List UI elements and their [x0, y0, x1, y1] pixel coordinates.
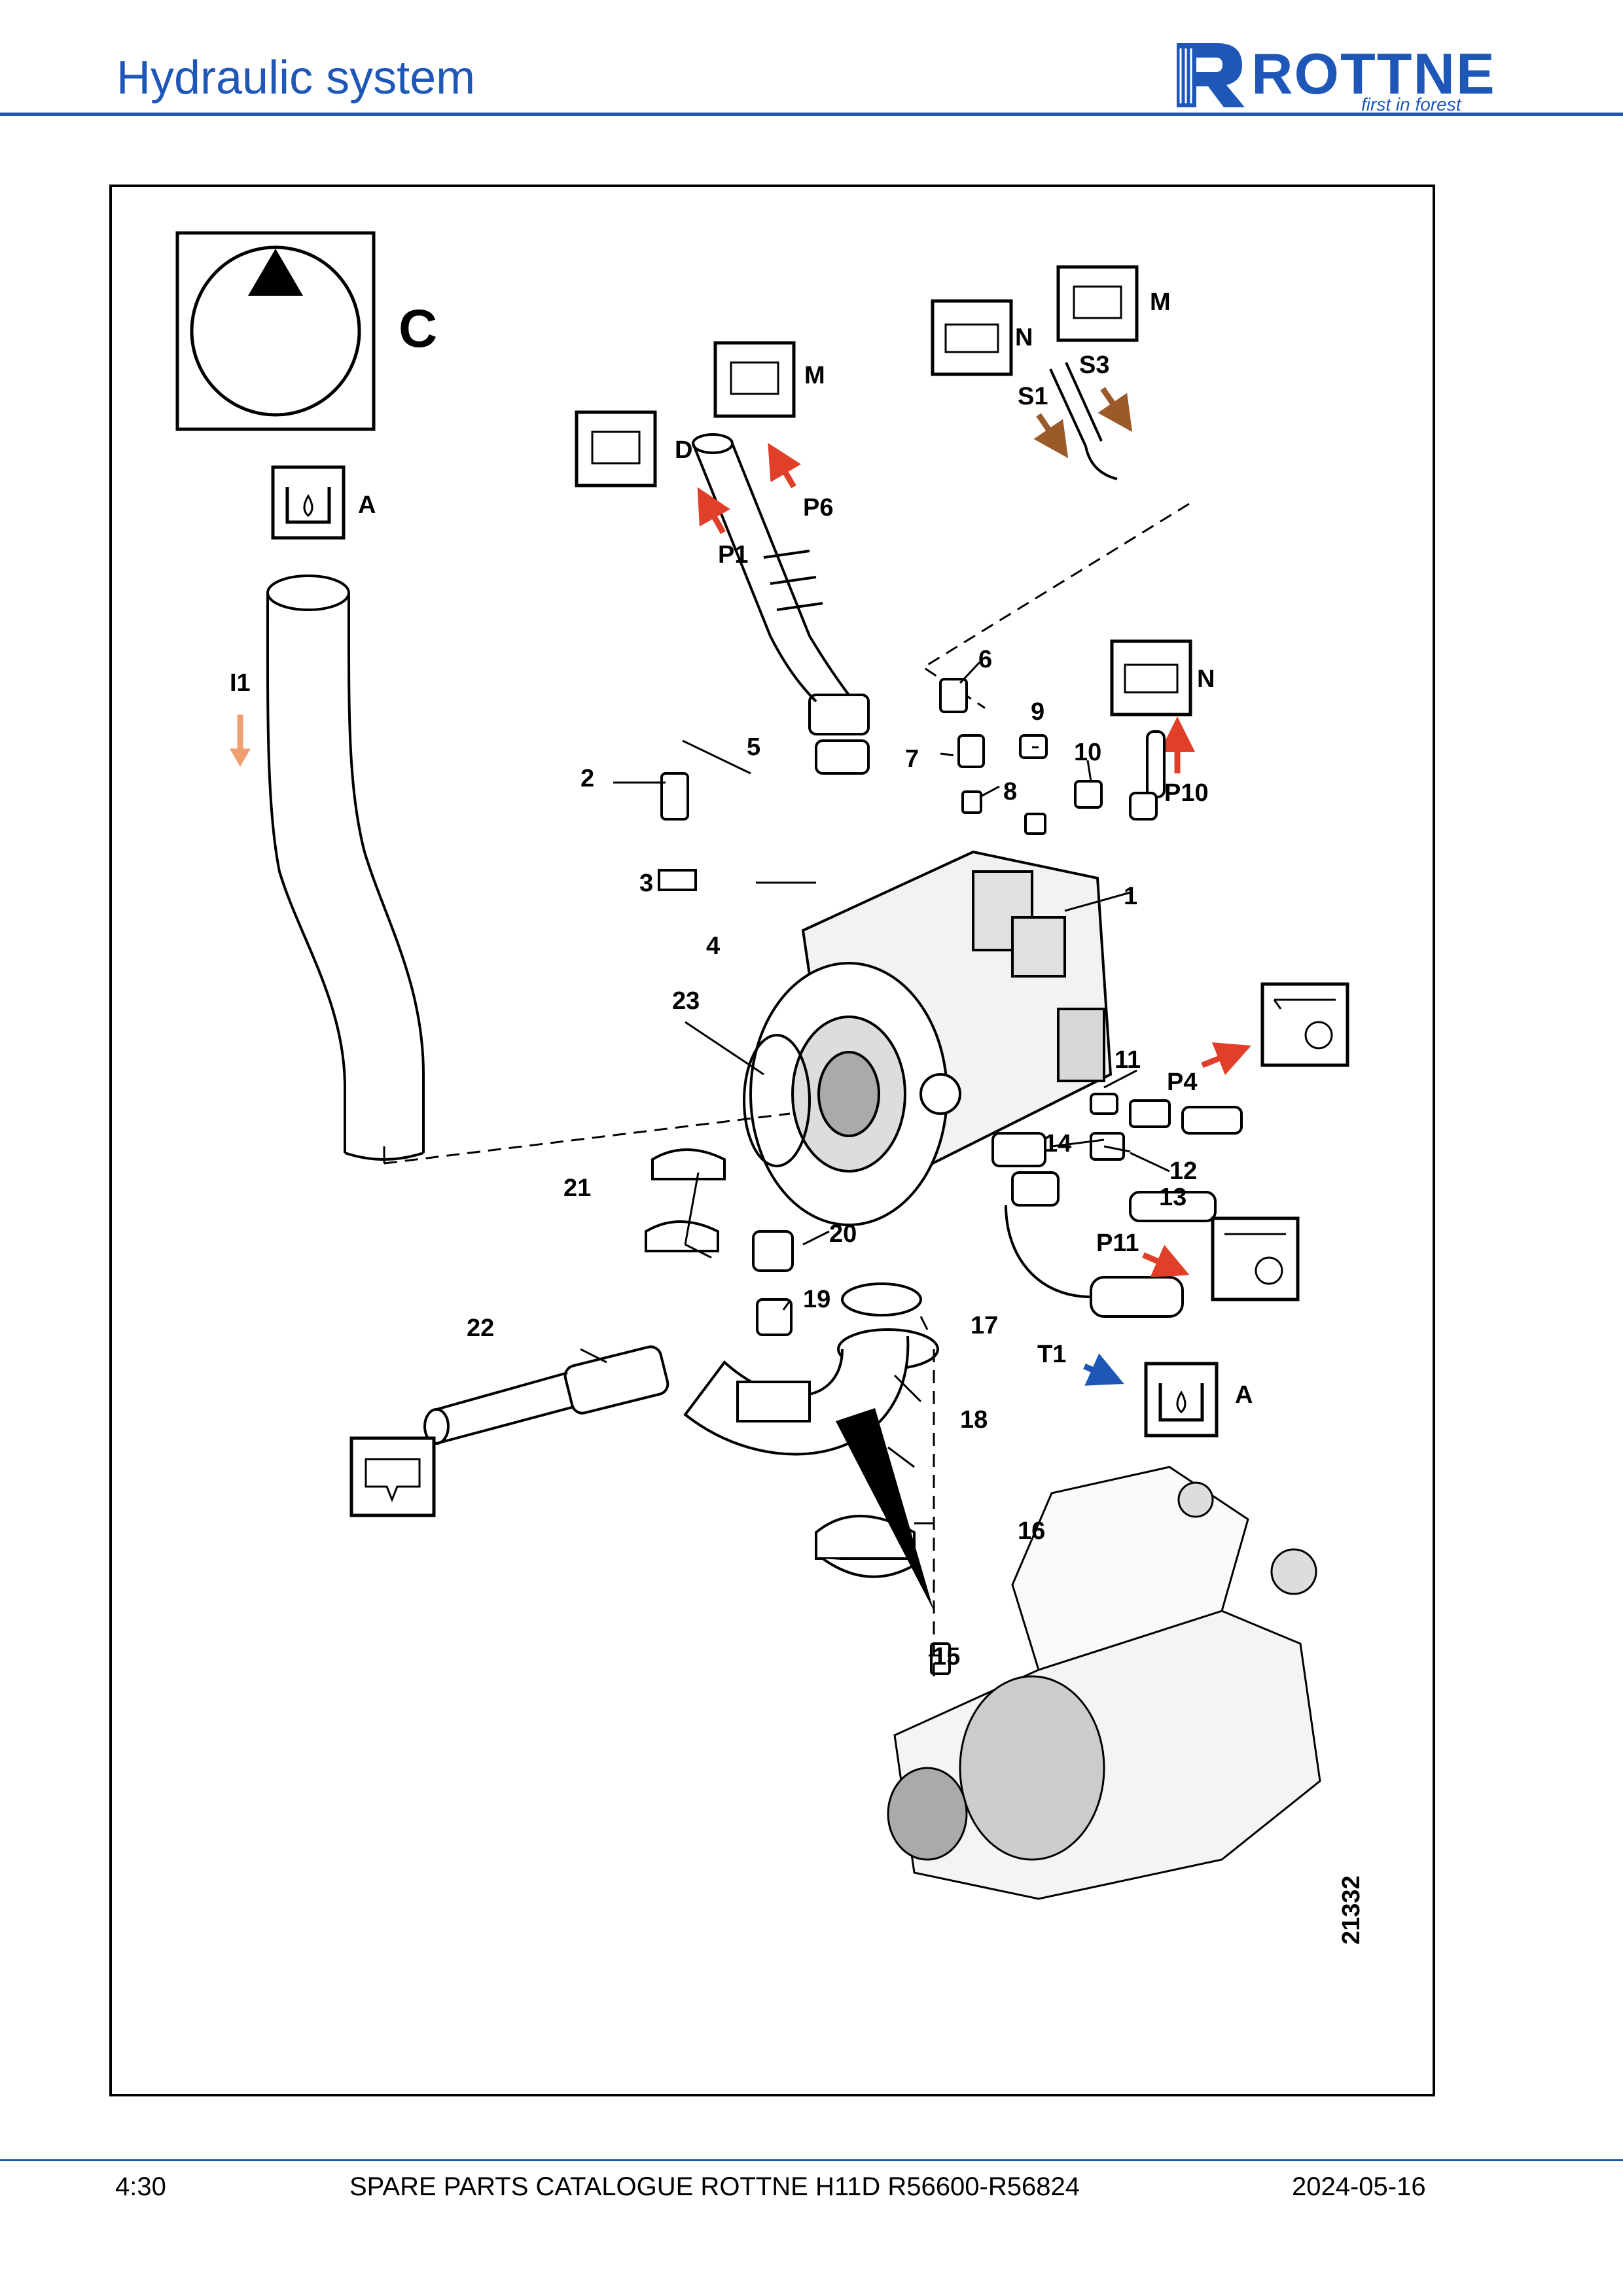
header-rule [0, 113, 1623, 116]
callout-19: 19 [803, 1286, 830, 1313]
logo-tagline: first in forest [1361, 94, 1461, 115]
pressure-arrow-p6 [768, 442, 801, 489]
connector-m-right [1056, 265, 1139, 342]
port-label-p4: P4 [1167, 1069, 1197, 1096]
callout-9: 9 [1031, 698, 1044, 726]
callout-14: 14 [1044, 1130, 1071, 1157]
port-label-t1: T1 [1037, 1341, 1066, 1368]
drain-arrow-s1 [1033, 413, 1069, 459]
callout-11: 11 [1115, 1046, 1141, 1074]
callout-8: 8 [1003, 778, 1017, 805]
callout-16: 16 [1018, 1517, 1045, 1545]
callout-7: 7 [905, 745, 919, 773]
inlet-arrowhead-i1 [230, 749, 251, 767]
footer-date: 2024-05-16 [1292, 2172, 1426, 2201]
view-direction-symbol [175, 231, 376, 431]
callout-labels: 1 2 3 4 5 6 7 8 9 10 11 12 13 14 15 16 1… [230, 289, 1253, 1670]
callout-1: 1 [1124, 883, 1137, 910]
lower-parts [645, 1093, 1243, 1675]
port-label-n-right: N [1197, 665, 1215, 693]
pressure-hose-22 [423, 1345, 669, 1445]
pointer-wedge [836, 1408, 934, 1611]
cylinder-box-p11 [1211, 1216, 1300, 1301]
hydraulic-pump [749, 850, 1113, 1226]
pressure-arrow-p1 [697, 487, 730, 535]
tank-box-a [1144, 1362, 1219, 1438]
callout-20: 20 [829, 1220, 857, 1248]
tank-arrow-t1 [1083, 1353, 1124, 1386]
callout-15: 15 [933, 1643, 960, 1670]
port-label-s1: S1 [1018, 383, 1048, 410]
port-label-m-top: M [804, 362, 825, 389]
port-label-m-right: M [1150, 289, 1171, 316]
page-title: Hydraulic system [116, 52, 476, 104]
drain-hose-s1-s3 [1049, 362, 1118, 480]
port-label-p1: P1 [718, 541, 748, 569]
callout-6: 6 [978, 646, 992, 673]
callout-5: 5 [747, 733, 760, 761]
pressure-arrow-p11 [1142, 1245, 1190, 1277]
exploded-view-diagram: C [175, 231, 1365, 1945]
drawing-number: 21332 [1338, 1875, 1365, 1945]
callout-3: 3 [639, 870, 653, 897]
cylinder-box-p4 [1260, 982, 1349, 1067]
connector-n-right [1110, 639, 1192, 716]
logo-text: ROTTNE [1251, 41, 1496, 106]
diagram-frame [109, 185, 1435, 2096]
hose-box-a [271, 465, 346, 540]
callout-13: 13 [1159, 1184, 1186, 1211]
page-number: 4:30 [115, 2172, 166, 2201]
view-label: C [399, 299, 437, 359]
callout-4: 4 [706, 932, 720, 960]
callout-12: 12 [1169, 1157, 1197, 1185]
callout-22: 22 [467, 1315, 494, 1342]
catalogue-title: SPARE PARTS CATALOGUE ROTTNE H11D R56600… [349, 2172, 1080, 2201]
callout-leaders [580, 661, 1170, 1657]
callout-2: 2 [580, 765, 594, 792]
callout-17: 17 [971, 1312, 998, 1339]
port-label-n-top: N [1015, 324, 1033, 351]
engine-overview [887, 1466, 1321, 1900]
connector-d [575, 410, 657, 487]
leader-dashed-i1 [383, 1112, 791, 1165]
rottne-r-icon [1177, 43, 1245, 107]
pressure-arrow-p4 [1201, 1042, 1252, 1076]
port-label-s3: S3 [1079, 351, 1109, 379]
port-label-a-top: A [358, 491, 376, 519]
port-label-p6: P6 [803, 494, 833, 521]
port-label-i1: I1 [230, 669, 251, 697]
callout-18: 18 [960, 1406, 988, 1434]
port-label-a-bottom: A [1235, 1381, 1253, 1409]
port-label-p11: P11 [1096, 1229, 1139, 1257]
footer-rule [0, 2159, 1623, 2161]
port-label-p10: P10 [1164, 779, 1209, 807]
drain-symbol-box [349, 1436, 436, 1517]
connector-n-top [931, 299, 1013, 376]
callout-21: 21 [563, 1174, 591, 1202]
callout-10: 10 [1074, 739, 1101, 766]
rottne-logo: ROTTNE first in forest [1171, 39, 1512, 115]
o-ring-23 [743, 1034, 811, 1167]
port-label-d: D [675, 436, 692, 464]
connector-m-top [713, 341, 796, 418]
pressure-hose [692, 433, 870, 775]
drain-arrow-s3 [1097, 387, 1133, 433]
callout-23: 23 [672, 987, 700, 1015]
suction-hose [266, 574, 425, 1161]
